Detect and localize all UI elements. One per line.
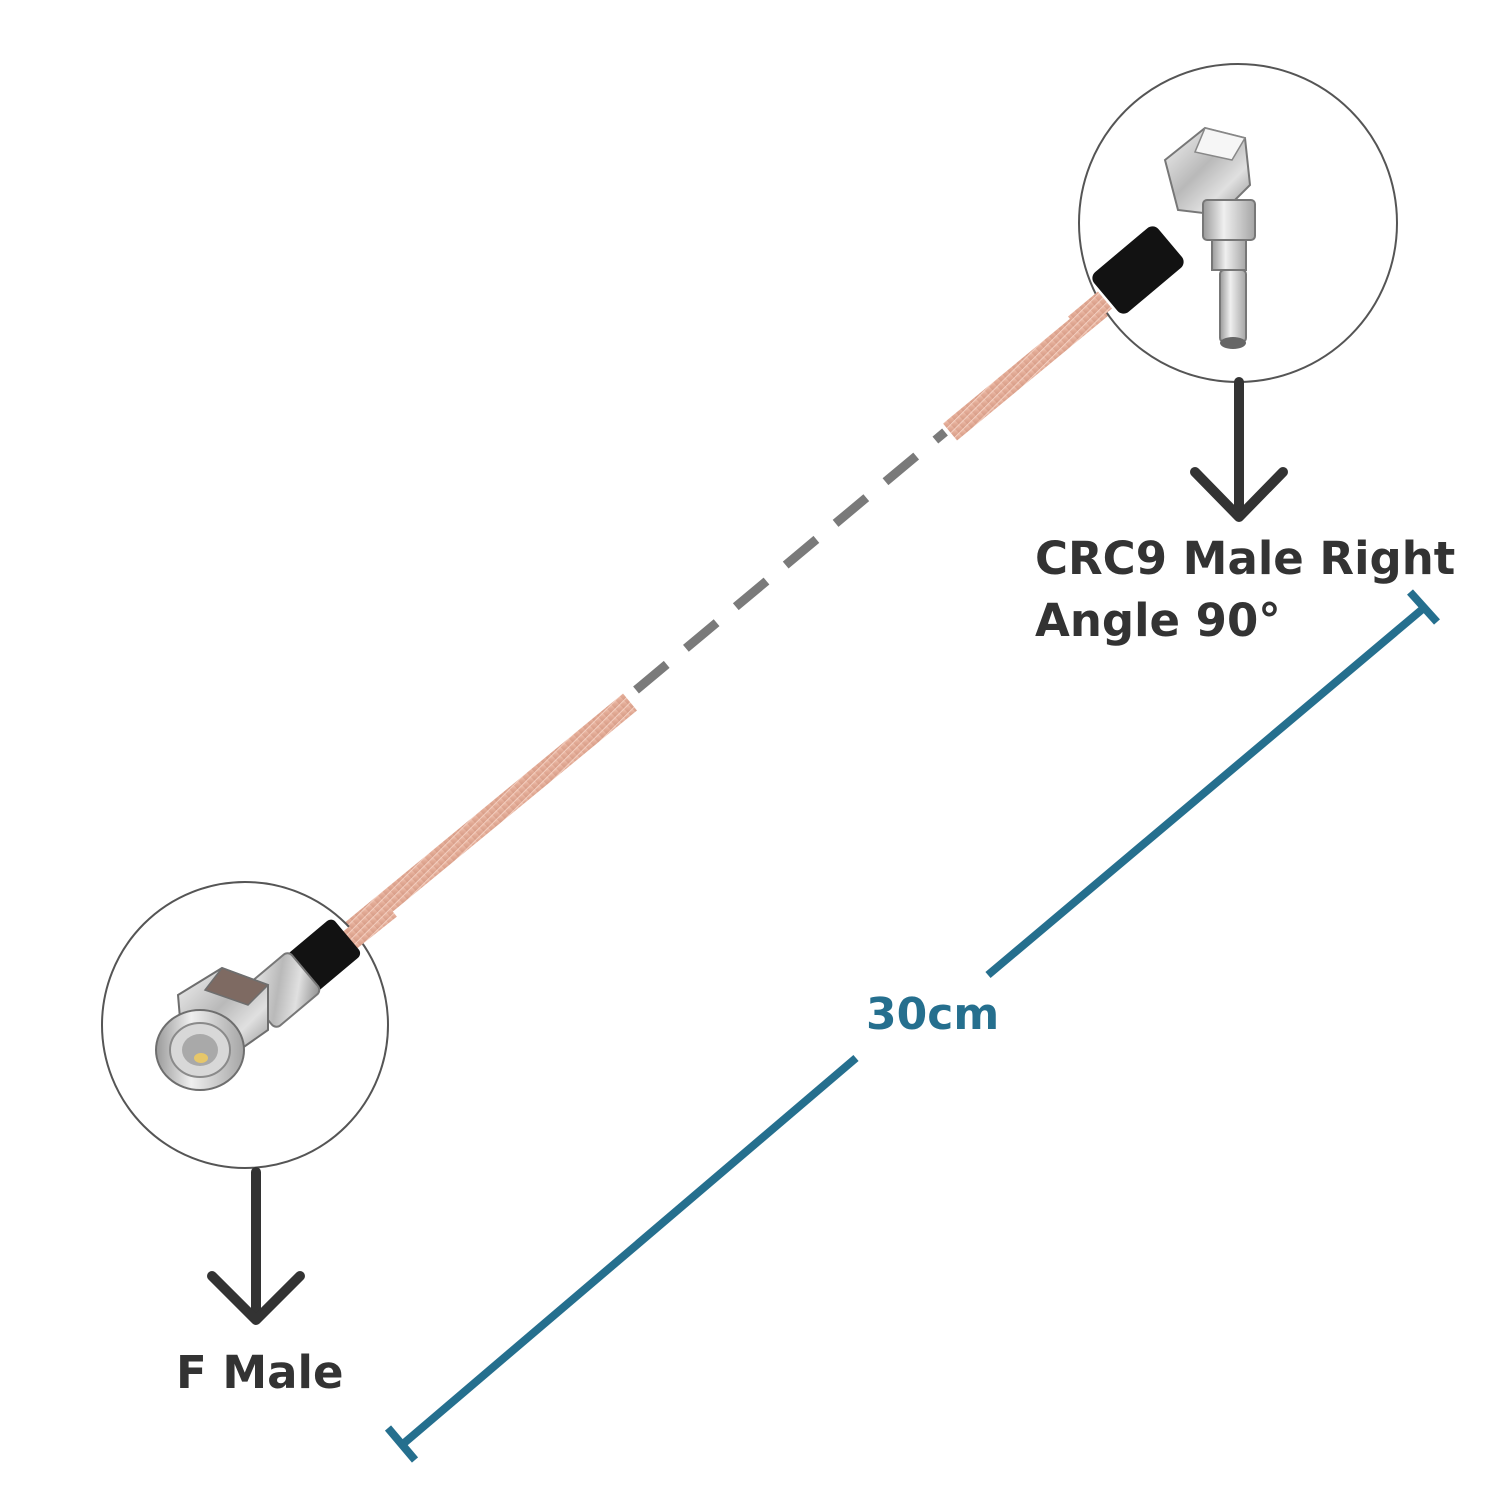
crc9-label-line1: CRC9 Male Right [1035,532,1456,585]
cable-length-label: 30cm [866,989,1000,1040]
f-male-connector-label: F Male [176,1346,344,1399]
down-arrow-icon [207,1167,305,1325]
f-male-connector-icon [155,899,397,1091]
crc9-connector-label: CRC9 Male Right Angle 90° [1035,528,1455,652]
crc9-label-line2: Angle 90° [1035,594,1281,647]
f-male-connector-callout [101,881,397,1169]
cable-continuation-dashes [633,428,948,694]
crc9-right-angle-connector-icon [1067,126,1256,349]
down-arrow-icon [1190,377,1288,522]
coax-cable-lower [340,693,637,944]
crc9-connector-callout [1067,63,1398,383]
length-measure-line [384,589,1440,1463]
